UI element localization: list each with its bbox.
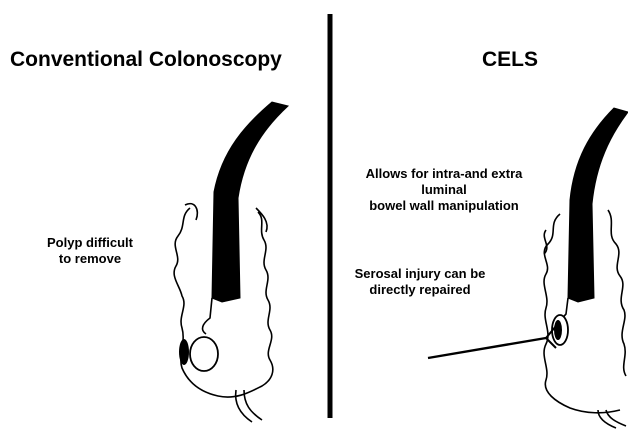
colonoscope-left (212, 102, 288, 302)
polyp-circle (190, 337, 218, 371)
mesentery-line-left-2 (244, 390, 262, 420)
colon-wall-right-outer (608, 210, 626, 376)
scope-tip-left (203, 298, 212, 334)
wall-lesion-left (179, 339, 189, 365)
laparoscopic-instrument (428, 338, 546, 358)
serosal-injury-mark (554, 320, 562, 340)
